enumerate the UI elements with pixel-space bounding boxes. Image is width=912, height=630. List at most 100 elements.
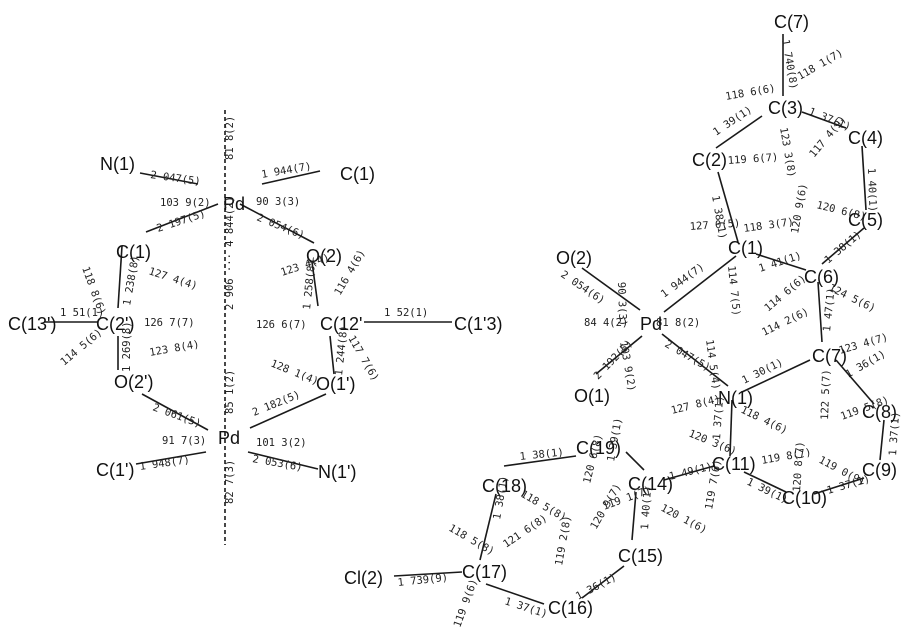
atom-c4: C(4): [848, 128, 883, 148]
val-ang-119-2: 119 2(8): [553, 515, 574, 567]
val-c1-c6: 1 41(1): [757, 250, 803, 275]
val-ang-84: 84 4(2): [584, 317, 628, 329]
bond-c4-c5: [861, 145, 867, 211]
bond-c11-c14: [663, 465, 715, 481]
bond-c1p-pd: [135, 451, 207, 465]
atom-c9: C(9): [862, 460, 897, 480]
atom-n1: N(1): [718, 388, 753, 408]
val-c19-c14: 1 39(1): [605, 417, 625, 463]
val-ang-n1-pd-c1: 103 9(2): [160, 197, 211, 209]
left-dimer-core: N(1) Pd C(1) C(1) O(2) C(13') C(2') C(12…: [8, 110, 502, 545]
bond-c11-n1: [729, 399, 733, 457]
val-c11-n1: 1 37(1): [711, 395, 726, 440]
val-vert-bottom: 82 7(3): [224, 460, 236, 504]
bond-c9-c10: [813, 477, 865, 495]
val-pd-n1p: 2 053(6): [251, 453, 303, 474]
bond-c6-c7: [817, 281, 823, 343]
val-ang-103-9: 103 9(2): [617, 340, 638, 392]
right-ligand-structure: C(7) C(3) C(4) C(2) C(5) O(2) C(1) C(6) …: [344, 12, 902, 629]
val-c8-c9: 1 37(1): [887, 411, 902, 456]
val-c1-pd: 1 944(7): [659, 261, 707, 300]
bond-cl2-c17: [393, 571, 463, 577]
val-cl2-c17: 1 739(9): [397, 572, 449, 589]
bond-o2-c12p: [311, 261, 319, 307]
val-c12-o1p: 1 244(8): [333, 325, 350, 377]
atom-c1-left: C(1): [116, 242, 151, 262]
atom-c12p: C(12': [320, 314, 362, 334]
val-pd-o2: 2 054(6): [255, 212, 306, 242]
atom-c2: C(2): [692, 150, 727, 170]
bond-pd-c1: [663, 255, 737, 313]
val-c16-c15: 1 36(1): [574, 571, 619, 602]
bond-c2-c3: [715, 115, 763, 149]
bond-c14-c15: [631, 491, 637, 541]
bond-c1-c6: [755, 253, 807, 271]
val-ang-123-3: 123 3(8): [777, 126, 798, 178]
bond-o1p-pd: [249, 393, 327, 429]
val-ang-pd-right: 90 3(3): [256, 196, 300, 208]
bond-c7-c8: [835, 359, 875, 405]
val-ang-128: 128 1(4): [269, 358, 320, 388]
atom-o2p: O(2'): [114, 372, 153, 392]
bond-pd-o1: [595, 335, 643, 375]
bond-pd-n1: [661, 333, 729, 387]
atom-pd-bottom: Pd: [218, 428, 240, 448]
atom-c16: C(16): [548, 598, 593, 618]
atom-c1p: C(1'): [96, 460, 134, 480]
bond-c2-c1: [717, 171, 739, 243]
val-ang-101: 101 3(2): [256, 437, 307, 449]
atom-cl2: Cl(2): [344, 568, 383, 588]
val-c14-c11: 1 49(1): [668, 461, 714, 483]
bond-c10-c11: [743, 471, 787, 493]
bond-n1-pd: [139, 172, 199, 185]
bond-c12p-o1p: [329, 335, 335, 375]
bond-n1-c7: [741, 359, 811, 393]
val-c1-c2p: 1 238(8): [121, 255, 142, 307]
atom-c18: C(18): [482, 476, 527, 496]
atom-c3: C(3): [768, 98, 803, 118]
atom-o2-right: O(2): [306, 246, 342, 266]
val-c13-c2: 1 51(1): [60, 307, 104, 319]
val-ang-120-9: 120 9(6): [789, 183, 810, 235]
val-ang-120-6: 120 6(8): [815, 199, 867, 223]
atom-c1: C(1): [728, 238, 763, 258]
bond-c18-c17: [479, 493, 497, 561]
val-ang-81-8: 81 8(2): [656, 317, 700, 329]
atom-c7: C(7): [812, 346, 847, 366]
val-c4-c5: 1 40(1): [865, 168, 879, 213]
val-ang-126-7: 126 7(7): [144, 317, 195, 329]
bond-c17-c16: [485, 583, 545, 605]
val-c5-c6: 1 38(1): [822, 229, 864, 267]
atom-o1p: O(1'): [316, 374, 355, 394]
bond-c19-c14: [625, 451, 645, 471]
bond-c5-c6: [821, 227, 865, 265]
atom-c6: C(6): [804, 267, 839, 287]
val-ang-122-5: 122 5(7): [819, 369, 833, 420]
val-ang-119-9: 119 9(6): [452, 577, 481, 629]
val-vert-mid2: 85 1(2): [224, 370, 236, 414]
val-ang-118-58: 118 5(8): [447, 522, 497, 558]
atom-c17: C(17): [462, 562, 507, 582]
val-ang-121-6: 121 6(8): [501, 512, 550, 550]
val-ang-127: 127 0(5): [689, 217, 740, 232]
atom-c15: C(15): [618, 546, 663, 566]
bond-c8-c9: [879, 419, 885, 461]
val-c7-c3: 1 740(8): [779, 38, 800, 90]
val-ang-126-6: 126 6(7): [256, 319, 307, 331]
val-ang-120-1: 120 1(6): [659, 502, 709, 536]
bond-o2-pd: [581, 267, 641, 311]
val-ang-123-8: 123 8(4): [148, 338, 200, 359]
val-c6-c7: 1 47(1): [821, 287, 838, 332]
val-vert-mid: 2 906 ··· 4 844(2): [224, 196, 236, 310]
val-c1p-pd: 1 948(7): [139, 454, 191, 473]
atom-n1p: N(1'): [318, 462, 356, 482]
bond-c1-c2p: [117, 245, 123, 309]
bond-pd-c1-left: [145, 203, 219, 233]
val-ang-91: 91 7(3): [162, 435, 206, 447]
atom-pd-top: Pd: [223, 194, 245, 214]
atom-c10: C(10): [782, 488, 827, 508]
bond-pd-o2: [239, 203, 315, 244]
val-pd-c1l: 2 197(5): [155, 208, 207, 235]
bond-pd-n1p: [247, 451, 319, 470]
